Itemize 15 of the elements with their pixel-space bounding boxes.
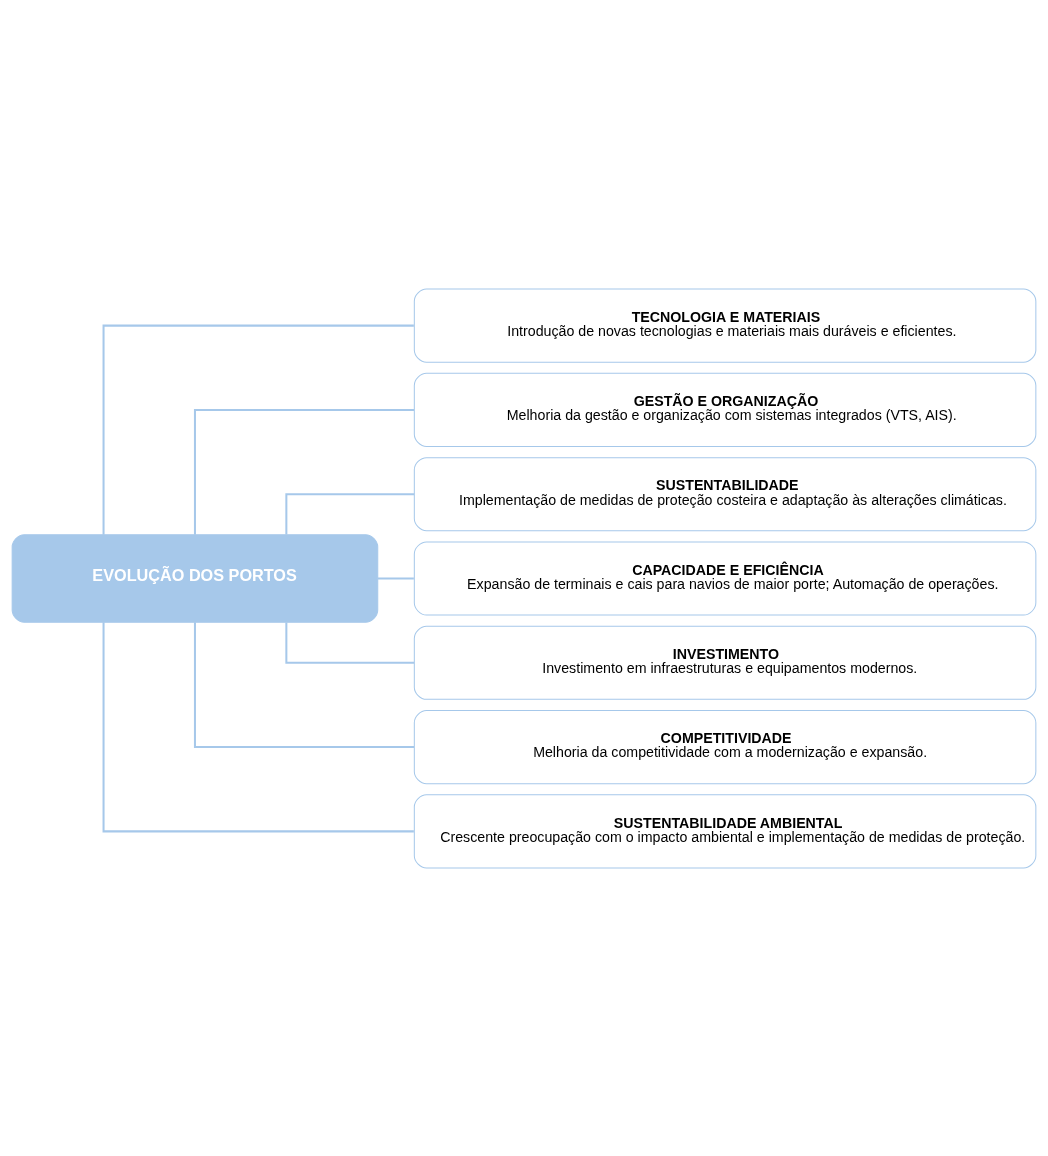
connector xyxy=(193,408,414,535)
node-box: COMPETITIVIDADE Melhoria da competitividade com a modernização e expansão. xyxy=(413,709,1037,784)
node-box: INVESTIMENTO Investimento em infraestruturas e equipamentos modernos. xyxy=(413,625,1037,700)
connector xyxy=(377,577,414,579)
node-box: SUSTENTABILIDADE Implementação de medidas de proteção costeira e adaptação às alterações climáticas. xyxy=(413,456,1037,531)
node-box: EVOLUÇÃO DOS PORTOS xyxy=(11,533,379,623)
node-box: GESTÃO E ORGANIZAÇÃO Melhoria da gestão e organização com sistemas integrados (VTS, AIS). xyxy=(413,372,1037,447)
connector xyxy=(102,621,414,832)
connector xyxy=(102,324,414,535)
node-box: SUSTENTABILIDADE AMBIENTAL Crescente preocupação com o impacto ambiental e implementação de medidas de proteção. xyxy=(413,793,1037,868)
connector xyxy=(285,622,415,664)
connector xyxy=(193,621,414,748)
connector xyxy=(285,492,415,534)
node-box: TECNOLOGIA E MATERIAIS Introdução de novas tecnologias e materiais mais duráveis e eficientes. xyxy=(413,288,1037,363)
node-box: CAPACIDADE E EFICIÊNCIA Expansão de terminais e cais para navios de maior porte; Automação de operações. xyxy=(413,540,1037,616)
